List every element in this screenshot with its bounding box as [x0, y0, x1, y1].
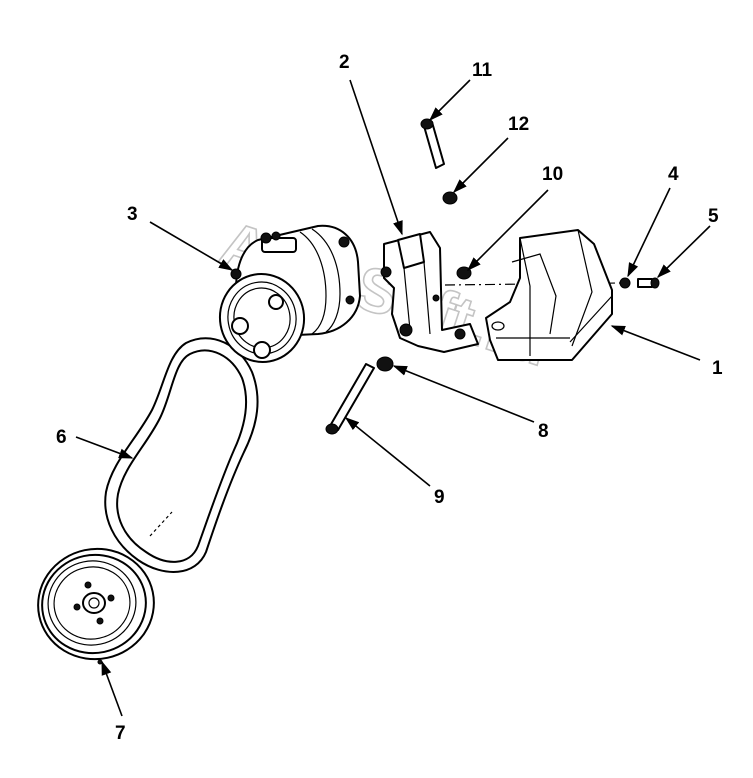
- crankshaft-pulley: [37, 547, 155, 665]
- callout-10: 10: [542, 164, 563, 185]
- callout-7: 7: [115, 723, 126, 744]
- bolt-11: [420, 118, 445, 169]
- washer-4: [619, 277, 631, 289]
- callout-8: 8: [538, 421, 549, 442]
- callout-1: 1: [712, 358, 723, 379]
- bolt-9: [325, 363, 375, 435]
- callout-3: 3: [127, 204, 138, 225]
- callout-9: 9: [434, 487, 445, 508]
- callout-6: 6: [56, 427, 67, 448]
- drive-belt: [104, 337, 259, 573]
- leader-lines: [75, 79, 711, 717]
- callout-2: 2: [339, 52, 350, 73]
- callout-labels: 1 2 3 4 5 6 7 8 9 10 11 12: [56, 52, 723, 744]
- nut-12: [442, 191, 458, 205]
- nut-8: [376, 356, 394, 372]
- mounting-plate: [485, 229, 613, 361]
- callout-12: 12: [508, 114, 529, 135]
- callout-4: 4: [668, 164, 679, 185]
- ac-compressor: [218, 224, 361, 363]
- bolt-5: [637, 277, 660, 289]
- callout-11: 11: [472, 60, 493, 81]
- callout-5: 5: [708, 206, 719, 227]
